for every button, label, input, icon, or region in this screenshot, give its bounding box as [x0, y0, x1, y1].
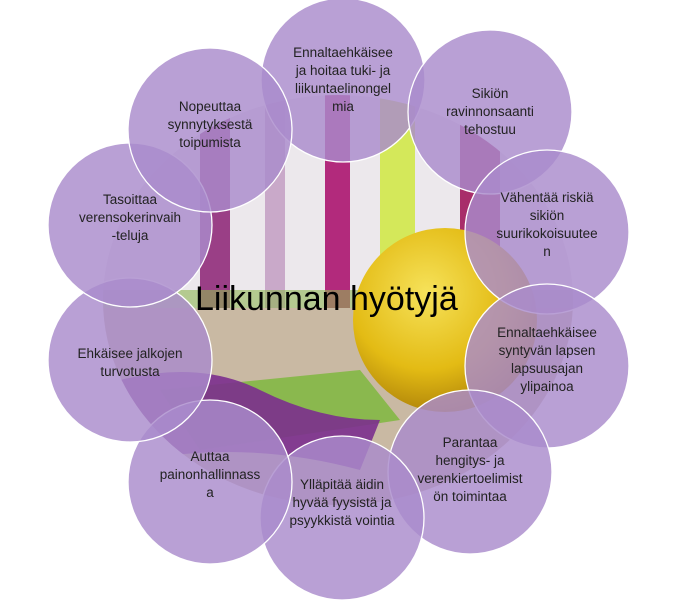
- diagram-title: Liikunnan hyötyjä: [195, 280, 458, 318]
- benefit-label: Sikiön ravinnonsaanti tehostuu: [446, 86, 534, 137]
- benefit-label: Ylläpitää äidin hyvää fyysistä ja psyykk…: [289, 477, 395, 528]
- benefit-label: Ennaltaehkäisee ja hoitaa tuki- ja liiku…: [293, 45, 393, 114]
- benefit-label: Parantaa hengitys- ja verenkiertoelimist…: [417, 435, 523, 504]
- benefit-bubble: [127, 47, 293, 213]
- benefit-bubble: [127, 399, 293, 565]
- benefit-label: Ehkäisee jalkojen turvotusta: [77, 346, 183, 379]
- benefit-label: Vähentää riskiä sikiön suurikokoisuutee …: [496, 190, 598, 259]
- benefit-label: Nopeuttaa synnytyksestä toipumista: [167, 99, 253, 150]
- benefit-label: Tasoittaa verensokerinvaih -teluja: [78, 192, 182, 243]
- benefit-label: Ennaltaehkäisee syntyvän lapsen lapsuusa…: [497, 325, 597, 394]
- benefit-label: Auttaa painonhallinnass a: [159, 449, 261, 500]
